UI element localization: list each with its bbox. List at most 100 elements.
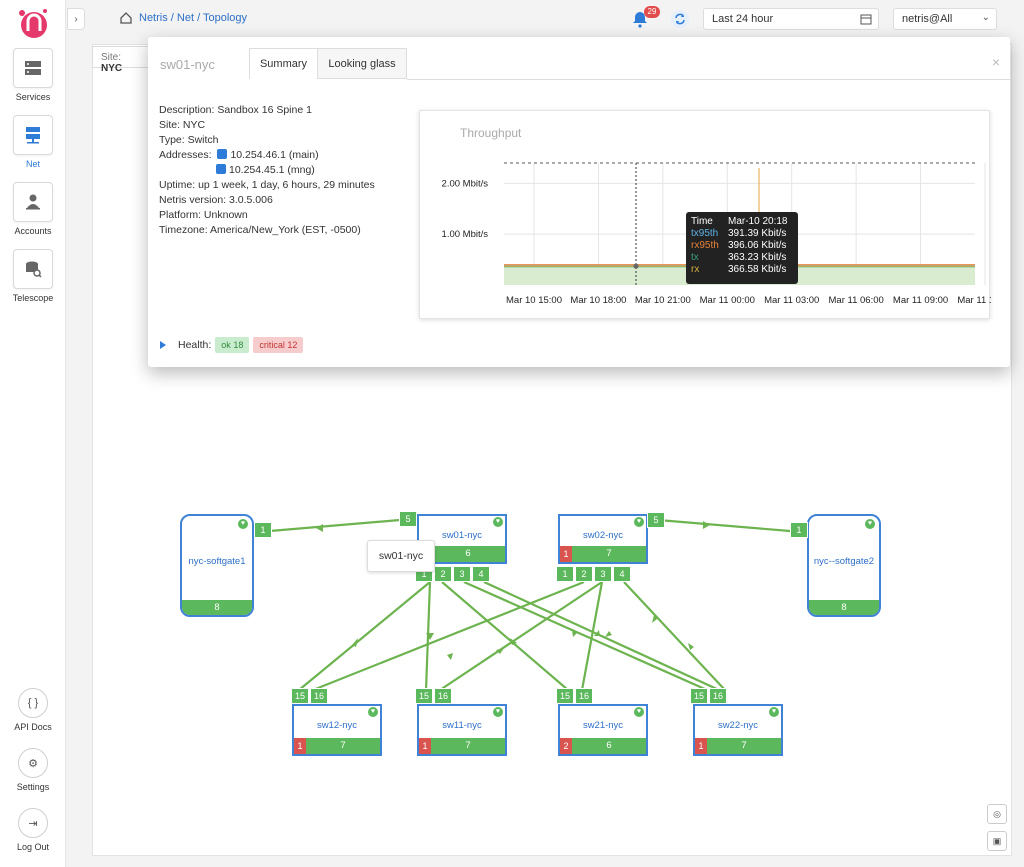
health-heart-icon: ♥ <box>238 519 248 529</box>
node-name[interactable]: sw01-nyc <box>441 530 483 541</box>
sidebar-item-settings[interactable]: ⚙ Settings <box>0 748 66 792</box>
port-badge[interactable]: 1 <box>790 522 808 538</box>
info-timezone: Timezone: America/New_York (EST, -0500) <box>159 224 361 236</box>
port-badge[interactable]: 4 <box>472 566 490 582</box>
node-name[interactable]: sw12-nyc <box>316 720 358 731</box>
tooltip-series-value: 363.23 Kbit/s <box>728 252 787 263</box>
softgate-node-softgate2[interactable] <box>807 514 881 617</box>
user-icon <box>13 182 53 222</box>
sidebar-item-accounts[interactable]: Accounts <box>0 182 66 236</box>
y-tick-label: 2.00 Mbit/s <box>442 178 489 189</box>
node-critical-count: 1 <box>560 546 572 562</box>
tenant-select[interactable]: netris@All ⌄ <box>893 8 997 30</box>
topology-links <box>269 518 791 692</box>
sidebar-toggle-button[interactable]: › <box>67 8 85 30</box>
y-tick-label: 1.00 Mbit/s <box>442 229 489 240</box>
info-addresses: Addresses: 10.254.46.1 (main) <box>159 148 375 163</box>
node-hover-tooltip: sw01-nyc <box>367 540 435 572</box>
node-critical-count: 1 <box>294 738 306 754</box>
sidebar-item-services[interactable]: Services <box>0 48 66 102</box>
sidebar-item-logout[interactable]: ⇥ Log Out <box>0 808 66 852</box>
sidebar-item-net[interactable]: Net <box>0 115 66 169</box>
x-tick-label: Mar 11 12:00 <box>957 295 991 306</box>
port-badge[interactable]: 16 <box>310 688 328 704</box>
port-badge[interactable]: 5 <box>399 511 417 527</box>
node-name[interactable]: sw02-nyc <box>582 530 624 541</box>
port-badge[interactable]: 15 <box>556 688 574 704</box>
node-ok-count: 7 <box>431 738 505 754</box>
sidebar-label-services: Services <box>15 92 51 102</box>
address-main[interactable]: 10.254.46.1 (main) <box>230 149 319 161</box>
server-icon <box>13 48 53 88</box>
address-mng[interactable]: 10.254.45.1 (mng) <box>229 164 315 176</box>
tenant-value: netris@All <box>902 13 953 25</box>
info-uptime: Uptime: up 1 week, 1 day, 6 hours, 29 mi… <box>159 179 375 191</box>
ok-count: 18 <box>233 340 244 350</box>
health-summary[interactable]: Health: ok 18 critical 12 <box>160 337 304 353</box>
health-heart-icon: ♥ <box>634 707 644 717</box>
bell-icon[interactable] <box>630 9 650 29</box>
port-badge[interactable]: 15 <box>415 688 433 704</box>
port-badge[interactable]: 3 <box>453 566 471 582</box>
port-badge[interactable]: 4 <box>613 566 631 582</box>
health-heart-icon: ♥ <box>368 707 378 717</box>
health-critical-badge: critical 12 <box>253 337 304 353</box>
chevron-right-icon: › <box>74 13 78 25</box>
node-name[interactable]: nyc-softgate1 <box>188 556 246 567</box>
health-heart-icon: ♥ <box>865 519 875 529</box>
port-badge[interactable]: 1 <box>254 522 272 538</box>
port-badge[interactable]: 16 <box>709 688 727 704</box>
node-name[interactable]: sw22-nyc <box>717 720 759 731</box>
netris-logo[interactable] <box>15 6 51 40</box>
node-name[interactable]: nyc--softgate2 <box>813 556 875 567</box>
chart-title: Throughput <box>460 126 522 140</box>
port-badge[interactable]: 16 <box>434 688 452 704</box>
info-type: Type: Switch <box>159 134 219 146</box>
sidebar: Services Net Accounts Telescope { } API … <box>0 0 66 867</box>
refresh-icon[interactable] <box>670 9 690 29</box>
sidebar-label-accounts: Accounts <box>14 226 52 236</box>
port-badge[interactable]: 16 <box>575 688 593 704</box>
port-badge[interactable]: 15 <box>690 688 708 704</box>
time-range-select[interactable]: Last 24 hour <box>703 8 879 30</box>
health-heart-icon: ♥ <box>634 517 644 527</box>
port-badge[interactable]: 15 <box>291 688 309 704</box>
addresses-label: Addresses: <box>159 149 212 161</box>
home-icon[interactable] <box>119 11 133 25</box>
notification-badge: 29 <box>644 6 660 18</box>
topology-graph[interactable] <box>92 440 1012 800</box>
logout-icon: ⇥ <box>18 808 48 838</box>
site-select[interactable]: Site: NYC <box>92 46 152 74</box>
port-badge[interactable]: 1 <box>556 566 574 582</box>
node-name[interactable]: sw21-nyc <box>582 720 624 731</box>
breadcrumb-text[interactable]: Netris / Net / Topology <box>139 12 248 24</box>
telescope-icon <box>13 249 53 289</box>
terminal-icon[interactable] <box>217 149 228 159</box>
port-badge[interactable]: 2 <box>575 566 593 582</box>
tooltip-time-label: Time <box>691 216 713 227</box>
sidebar-item-telescope[interactable]: Telescope <box>0 249 66 303</box>
tab-looking-glass[interactable]: Looking glass <box>317 48 407 79</box>
node-name[interactable]: sw11-nyc <box>442 720 482 731</box>
sidebar-item-api-docs[interactable]: { } API Docs <box>0 688 66 732</box>
tab-summary[interactable]: Summary <box>249 48 318 79</box>
port-badge[interactable]: 5 <box>647 512 665 528</box>
x-tick-label: Mar 10 18:00 <box>570 295 626 306</box>
info-address-mng: 10.254.45.1 (mng) <box>159 163 375 178</box>
info-description: Description: Sandbox 16 Spine 1 <box>159 104 312 116</box>
port-badge[interactable]: 2 <box>434 566 452 582</box>
port-badge[interactable]: 3 <box>594 566 612 582</box>
close-icon[interactable]: × <box>991 54 1000 70</box>
x-tick-label: Mar 10 21:00 <box>635 295 691 306</box>
expand-triangle-icon[interactable] <box>160 341 166 349</box>
node-critical-count: 1 <box>419 738 431 754</box>
save-icon[interactable]: ▣ <box>987 831 1007 851</box>
terminal-icon[interactable] <box>216 164 226 174</box>
fit-view-icon[interactable]: ◎ <box>987 804 1007 824</box>
sidebar-label-settings: Settings <box>16 782 50 792</box>
softgate-node-softgate1[interactable] <box>180 514 254 617</box>
